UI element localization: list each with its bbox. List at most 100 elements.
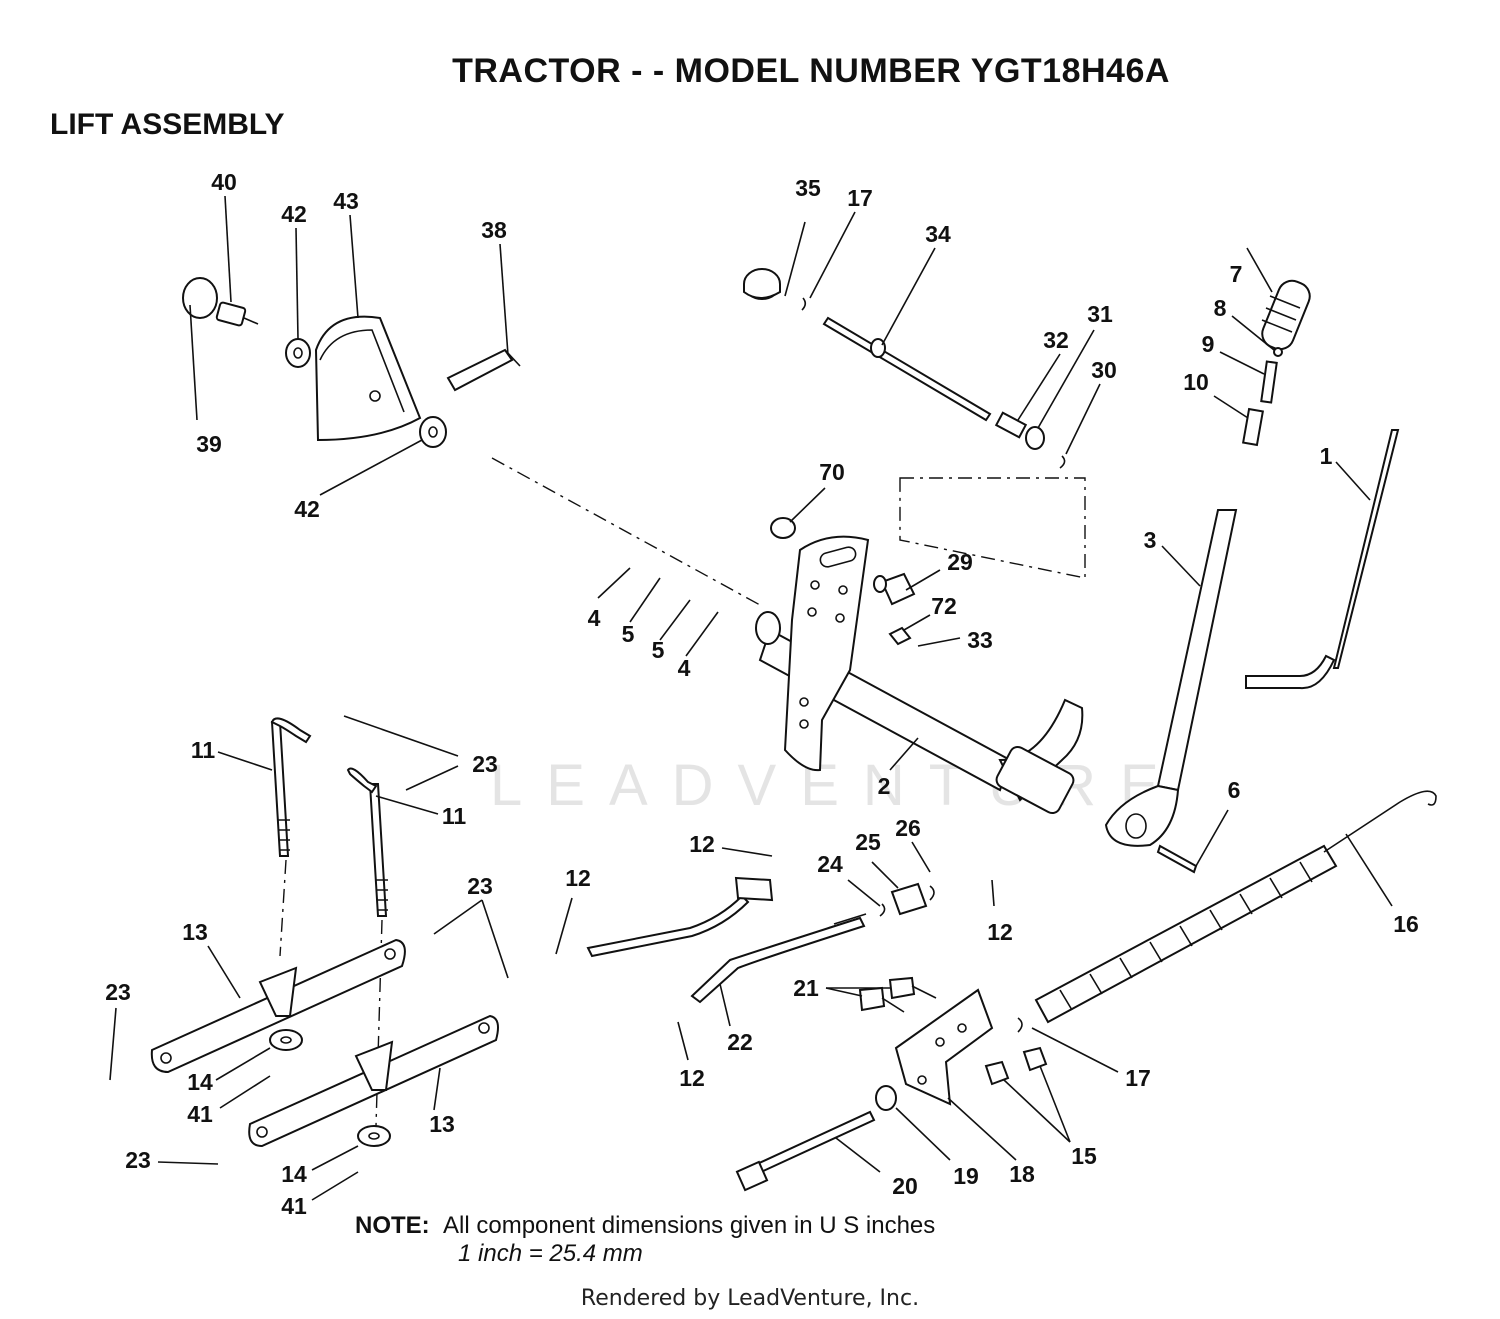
note-line-1: NOTE: All component dimensions given in … (355, 1212, 935, 1240)
part-39-ring (182, 277, 218, 319)
lift-links-group (109, 715, 509, 1201)
part-32-spring (994, 411, 1028, 439)
callout-72: 72 (931, 593, 957, 619)
part-34-rod (822, 316, 992, 422)
adjuster-rod-group (743, 211, 1101, 579)
part-10-insert (1241, 407, 1265, 447)
callout-29: 29 (947, 549, 973, 575)
part-14-washer-lower (357, 1125, 391, 1147)
callout-8: 8 (1214, 295, 1227, 321)
callout-23-b: 23 (467, 873, 493, 899)
part-12-rod-upper (586, 894, 750, 958)
callout-23: 23 (472, 751, 498, 777)
callout-12-d: 12 (679, 1065, 705, 1091)
part-8-ball (1273, 347, 1283, 357)
part-42-washer (285, 338, 311, 368)
callout-31: 31 (1087, 301, 1113, 327)
handle-grip-group (1213, 247, 1311, 447)
part-14-washer-upper (269, 1029, 303, 1051)
part-70-bushing (770, 517, 796, 539)
part-16-spring (1034, 844, 1338, 1024)
note-text-1: All component dimensions given in U S in… (443, 1212, 936, 1239)
part-38-clip (446, 348, 514, 392)
callout-22: 22 (727, 1029, 753, 1055)
callout-26: 26 (895, 815, 921, 841)
callout-21: 21 (793, 975, 819, 1001)
callout-23-c: 23 (105, 979, 131, 1005)
callout-33: 33 (967, 627, 993, 653)
callout-4-b: 4 (678, 655, 691, 681)
linkage-rods-group (555, 841, 995, 1061)
callout-14: 14 (187, 1069, 213, 1095)
callout-18: 18 (1009, 1161, 1035, 1187)
callout-35: 35 (795, 175, 821, 201)
callout-41: 41 (187, 1101, 213, 1127)
callout-34: 34 (925, 221, 951, 247)
callout-2: 2 (878, 773, 891, 799)
part-22-rod-lower (690, 916, 866, 1004)
part-6-bolt (1156, 844, 1198, 874)
callout-9: 9 (1202, 331, 1215, 357)
callout-42-lower: 42 (294, 496, 320, 522)
callout-32: 32 (1043, 327, 1069, 353)
part-42-washer-lower (419, 416, 447, 448)
callout-41-b: 41 (281, 1193, 307, 1219)
callout-17-b: 17 (1125, 1065, 1151, 1091)
callout-23-d: 23 (125, 1147, 151, 1173)
callout-3: 3 (1144, 527, 1157, 553)
callout-24: 24 (817, 851, 843, 877)
callout-42: 42 (281, 201, 307, 227)
footer-credit: Rendered by LeadVenture, Inc. (580, 1286, 920, 1311)
callout-12: 12 (689, 831, 715, 857)
callout-16: 16 (1393, 911, 1419, 937)
callout-17: 17 (847, 185, 873, 211)
part-21-bolt-lower (858, 986, 886, 1012)
callout-14-b: 14 (281, 1161, 307, 1187)
callout-25: 25 (855, 829, 881, 855)
note-line-2: 1 inch = 25.4 mm (458, 1240, 643, 1267)
part-25-block (890, 882, 928, 916)
part-40-bolt (215, 301, 247, 327)
callout-12-b: 12 (565, 865, 591, 891)
section-title: LIFT ASSEMBLY (50, 108, 285, 141)
callout-13: 13 (182, 919, 208, 945)
part-11-link-left (270, 721, 290, 857)
callout-19: 19 (953, 1163, 979, 1189)
part-20-bolt (742, 1110, 876, 1180)
callout-13-b: 13 (429, 1111, 455, 1137)
callout-6: 6 (1228, 777, 1241, 803)
callout-15: 15 (1071, 1143, 1097, 1169)
lift-shaft-group (597, 487, 1084, 815)
callout-40: 40 (211, 169, 237, 195)
part-18-bracket (894, 988, 994, 1106)
part-31-washer (1025, 426, 1045, 450)
callout-11: 11 (191, 737, 216, 763)
callout-20: 20 (892, 1173, 918, 1199)
part-29-block (880, 572, 916, 606)
part-11-link-right (368, 783, 388, 917)
lift-lever-group (1104, 429, 1400, 874)
part-15-nut-b (1022, 1046, 1048, 1072)
note-label: NOTE: (355, 1212, 430, 1239)
page-title: TRACTOR - - MODEL NUMBER YGT18H46A (452, 52, 1170, 90)
part-1-rod (1332, 429, 1400, 669)
callout-39: 39 (196, 431, 222, 457)
spring-bracket-group (735, 790, 1437, 1192)
callout-7: 7 (1230, 261, 1243, 287)
part-72-clip (888, 626, 912, 646)
callout-5-b: 5 (652, 637, 665, 663)
callout-11-b: 11 (442, 803, 467, 829)
callout-1: 1 (1320, 443, 1333, 469)
callout-30: 30 (1091, 357, 1117, 383)
part-9-pin (1260, 360, 1278, 404)
part-2-bracket (783, 535, 870, 772)
part-43-plate (314, 315, 422, 442)
callout-70: 70 (819, 459, 845, 485)
callout-4: 4 (588, 605, 601, 631)
part-21-bolt-upper (888, 976, 916, 1000)
callout-10: 10 (1183, 369, 1209, 395)
dimension-note: NOTE: All component dimensions given in … (355, 1212, 935, 1268)
callout-5: 5 (622, 621, 635, 647)
callout-12-c: 12 (987, 919, 1013, 945)
